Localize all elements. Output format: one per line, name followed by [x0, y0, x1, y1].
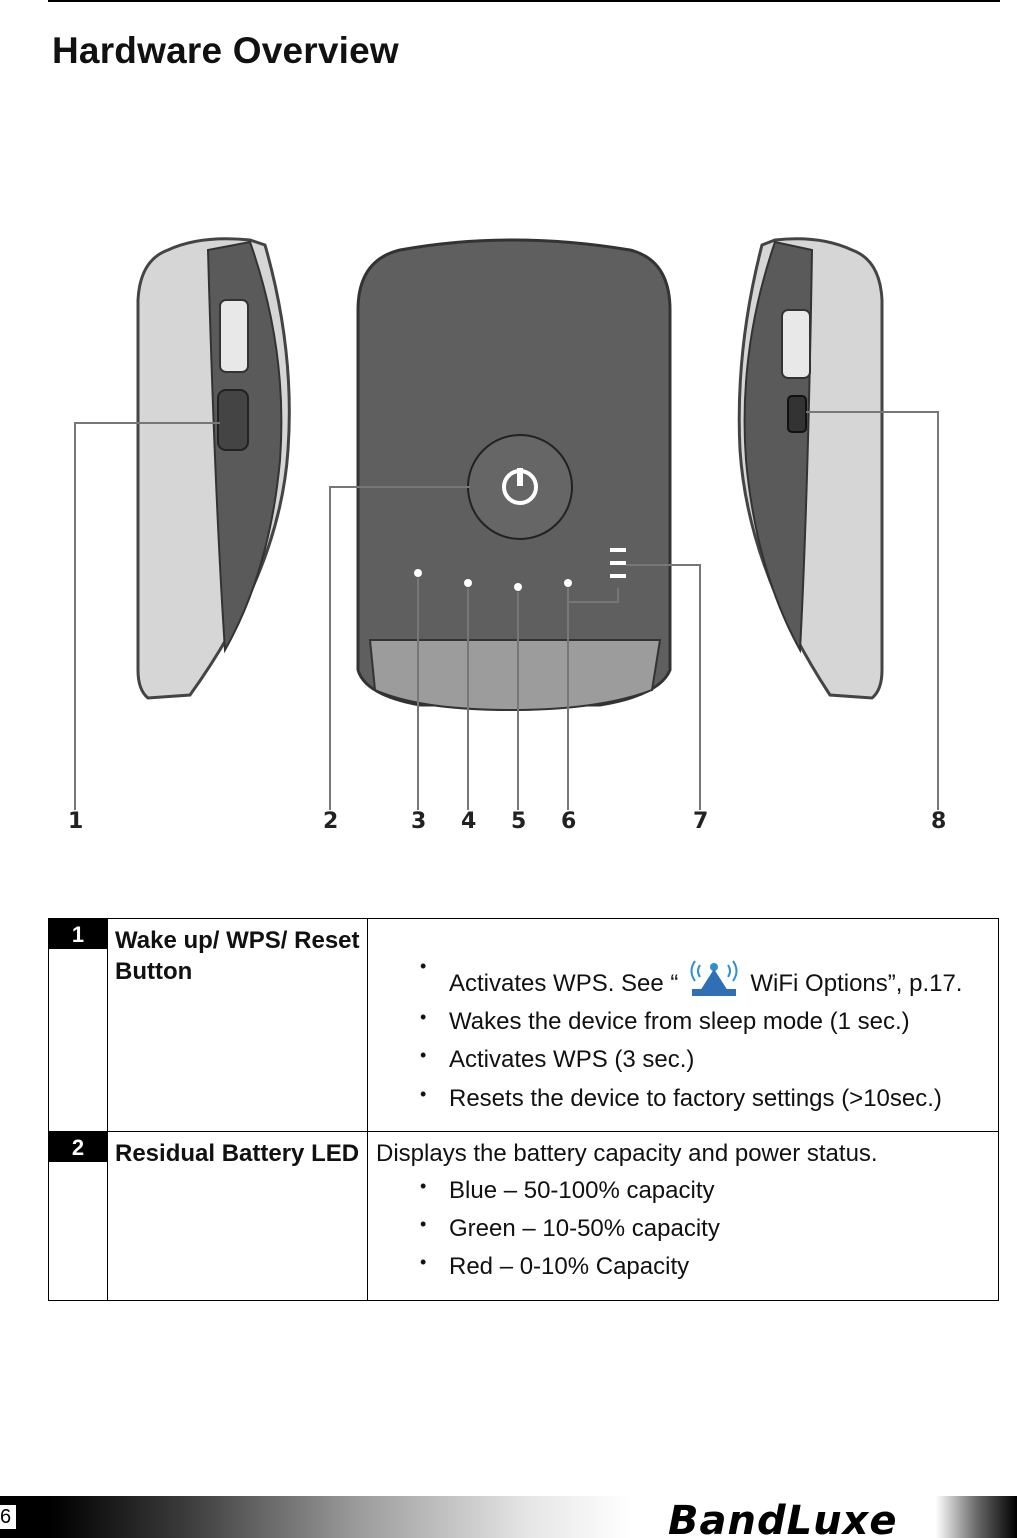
- row-description: Activates WPS. See “ WiFi Options”, p.17…: [367, 918, 999, 1132]
- brand-logo: BandLuxe: [668, 1498, 898, 1538]
- callout-4: 4: [461, 809, 476, 834]
- list-item: Activates WPS (3 sec.): [376, 1044, 990, 1075]
- footer-bar: [0, 1496, 1017, 1538]
- bullet-text: Activates WPS. See “: [449, 970, 679, 997]
- front-view: [356, 238, 672, 712]
- row-number-cell: 1: [48, 918, 108, 1132]
- callout-8: 8: [931, 809, 946, 834]
- bullet-list: Blue – 50-100% capacity Green – 10-50% c…: [376, 1175, 990, 1283]
- left-side-view: [136, 237, 291, 700]
- row-label: Residual Battery LED: [107, 1130, 368, 1301]
- bullet-text: WiFi Options”, p.17.: [750, 970, 963, 997]
- row-number-cell: 2: [48, 1130, 108, 1301]
- right-side-view: [737, 237, 884, 700]
- row-intro: Displays the battery capacity and power …: [376, 1139, 878, 1167]
- callout-7: 7: [693, 809, 708, 834]
- list-item: Green – 10-50% capacity: [376, 1213, 990, 1244]
- wlan-icon: [690, 960, 738, 996]
- hardware-diagram: 1 2 3 4 5 6 7 8: [40, 150, 980, 860]
- row-description: Displays the battery capacity and power …: [367, 1130, 999, 1301]
- page-title: Hardware Overview: [52, 30, 399, 71]
- list-item: Activates WPS. See “ WiFi Options”, p.17…: [376, 955, 990, 999]
- list-item: Red – 0-10% Capacity: [376, 1251, 990, 1282]
- callout-1: 1: [68, 809, 83, 834]
- bullet-list: Activates WPS. See “ WiFi Options”, p.17…: [376, 925, 990, 1114]
- row-label: Wake up/ WPS/ Reset Button: [107, 918, 368, 1132]
- table-row: 1 Wake up/ WPS/ Reset Button Activates W…: [48, 918, 999, 1132]
- list-item: Resets the device to factory settings (>…: [376, 1083, 990, 1114]
- list-item: Blue – 50-100% capacity: [376, 1175, 990, 1206]
- table-row: 2 Residual Battery LED Displays the batt…: [48, 1130, 999, 1301]
- row-number: 1: [49, 919, 107, 949]
- callout-3: 3: [411, 809, 426, 834]
- callout-6: 6: [561, 809, 576, 834]
- page-number: 6: [0, 1505, 16, 1529]
- callout-5: 5: [511, 809, 526, 834]
- device-diagram-svg: 1 2 3 4 5 6 7 8: [68, 237, 946, 834]
- row-number: 2: [49, 1131, 107, 1162]
- hardware-table: 1 Wake up/ WPS/ Reset Button Activates W…: [48, 918, 999, 1301]
- callout-2: 2: [323, 809, 338, 834]
- callout-lines: [74, 411, 939, 810]
- top-rule: [48, 0, 1000, 2]
- list-item: Wakes the device from sleep mode (1 sec.…: [376, 1006, 990, 1037]
